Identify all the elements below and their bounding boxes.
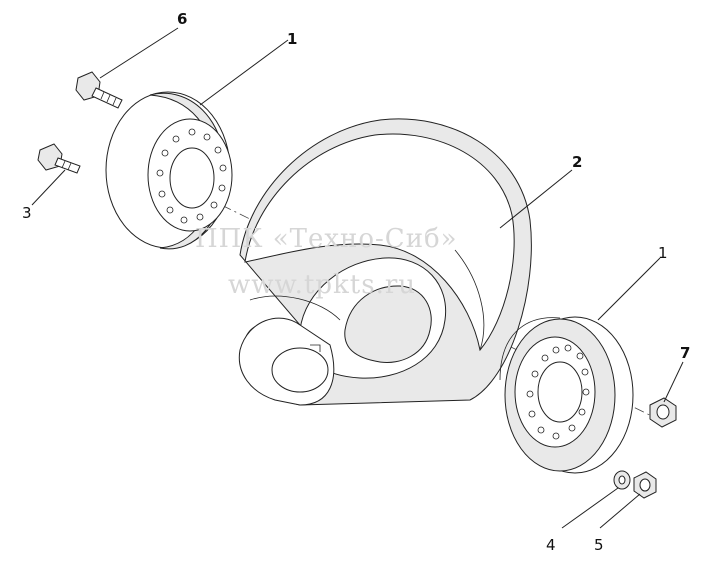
bolt-3 — [37, 143, 81, 174]
callout-1-right: 1 — [658, 244, 668, 262]
watermark-line2: www.tpkts.ru — [228, 270, 416, 300]
washer-4 — [613, 470, 631, 490]
callout-1-top: 1 — [287, 30, 297, 48]
nut-5 — [633, 471, 657, 499]
callout-5: 5 — [594, 536, 604, 554]
watermark-line1: ППК «Техно-Сиб» — [195, 224, 458, 254]
callout-4: 4 — [546, 536, 556, 554]
callout-2: 2 — [572, 153, 582, 171]
bolt-6 — [75, 71, 123, 109]
nut-7 — [649, 397, 677, 428]
tire-bead-hole — [271, 347, 329, 393]
disc-bolt-holes-left — [156, 128, 227, 224]
disc-bolt-holes-right — [526, 344, 590, 440]
tire — [238, 118, 532, 406]
callout-6: 6 — [177, 10, 187, 28]
wheel-disc-left — [105, 91, 233, 250]
callout-7: 7 — [680, 344, 690, 362]
leader-lines — [31, 27, 684, 529]
wheel-disc-right — [499, 316, 634, 474]
callout-3: 3 — [22, 204, 32, 222]
